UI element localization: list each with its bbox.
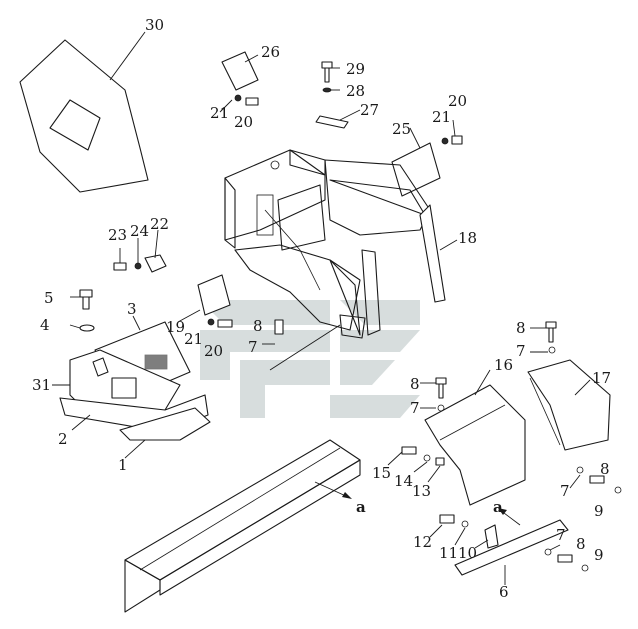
- label-13: 13: [412, 482, 431, 500]
- label-16: 16: [494, 356, 513, 374]
- label-5: 5: [44, 289, 54, 307]
- label-19: 19: [166, 318, 185, 336]
- label-6: 6: [499, 583, 509, 601]
- label-26: 26: [261, 43, 280, 61]
- ref-arrow-a-beam: [314, 481, 352, 499]
- label-15: 15: [372, 464, 391, 482]
- part-number-labels: 30 26 21 20 29 28 27 25 21 20 18 23 24 2…: [32, 16, 611, 601]
- bolt-8-mid: [274, 319, 284, 335]
- washer-28: [322, 87, 332, 93]
- label-10: 10: [458, 544, 477, 562]
- washer-7-right: [548, 346, 556, 354]
- label-20-mid: 20: [204, 342, 223, 360]
- leader-lines: [52, 31, 591, 585]
- label-21-top-right: 21: [432, 108, 451, 126]
- main-beam: [124, 439, 361, 613]
- part-1-plate: [119, 407, 211, 441]
- part-17-cover: [527, 359, 611, 451]
- bolt-20-top-right: [441, 135, 463, 145]
- label-23: 23: [108, 226, 127, 244]
- label-9-bottom: 9: [594, 546, 604, 564]
- washer-7-center: [437, 404, 445, 412]
- label-21-mid: 21: [184, 330, 203, 348]
- bolts-10-11-12: [439, 514, 499, 549]
- label-24: 24: [130, 222, 149, 240]
- label-28: 28: [346, 82, 365, 100]
- label-7-mid: 7: [248, 338, 258, 356]
- bolt-8-center: [435, 377, 447, 399]
- label-8-center: 8: [410, 375, 420, 393]
- label-8-right: 8: [516, 319, 526, 337]
- label-8-mid: 8: [253, 317, 263, 335]
- label-ref-a-strip: a: [493, 498, 503, 516]
- label-29: 29: [346, 60, 365, 78]
- label-4: 4: [40, 316, 50, 334]
- bolts-7-8-9-bottom: [544, 548, 589, 572]
- label-9-side: 9: [594, 502, 604, 520]
- label-7-bottom: 7: [556, 526, 566, 544]
- label-8-bottom: 8: [576, 535, 586, 553]
- bolt-5: [79, 289, 93, 310]
- bolt-20-top-left: [234, 94, 259, 106]
- washer-4: [79, 324, 95, 332]
- part-26-cover-plate: [221, 51, 259, 91]
- bolts-7-8-9-right: [576, 466, 622, 494]
- ref-arrow-a-strip: [498, 508, 521, 526]
- part-30-floor-mat: [19, 39, 149, 193]
- label-7-side: 7: [560, 482, 570, 500]
- part-18-side-bar: [419, 204, 446, 303]
- watermark-logo: [200, 300, 420, 418]
- part-6-strip: [454, 519, 569, 576]
- label-17: 17: [592, 369, 611, 387]
- main-frame-structure: [224, 149, 431, 339]
- label-20-top-left: 20: [234, 113, 253, 131]
- label-27: 27: [360, 101, 379, 119]
- label-ref-a-beam: a: [356, 498, 366, 516]
- label-20-top-right: 20: [448, 92, 467, 110]
- part-27-bracket: [315, 115, 349, 129]
- bolt-20-mid: [217, 319, 233, 328]
- label-22: 22: [150, 215, 169, 233]
- label-3: 3: [127, 300, 137, 318]
- bolt-29: [321, 61, 333, 83]
- label-7-center: 7: [410, 399, 420, 417]
- label-30: 30: [145, 16, 164, 34]
- part-16-cover: [424, 384, 526, 506]
- part-19-plate: [197, 274, 231, 316]
- label-14: 14: [394, 472, 413, 490]
- label-21-top-left: 21: [210, 104, 229, 122]
- washer-21-mid: [207, 318, 215, 326]
- label-2: 2: [58, 430, 68, 448]
- label-25: 25: [392, 120, 411, 138]
- label-31: 31: [32, 376, 51, 394]
- bolt-8-right: [545, 321, 557, 343]
- label-8-side: 8: [600, 460, 610, 478]
- label-18: 18: [458, 229, 477, 247]
- parts-22-23-24: [113, 254, 167, 273]
- label-12: 12: [413, 533, 432, 551]
- part-25-plate: [391, 142, 441, 197]
- bolts-13-14-15: [401, 446, 445, 466]
- label-1: 1: [118, 456, 128, 474]
- label-11: 11: [439, 544, 458, 562]
- label-7-right: 7: [516, 342, 526, 360]
